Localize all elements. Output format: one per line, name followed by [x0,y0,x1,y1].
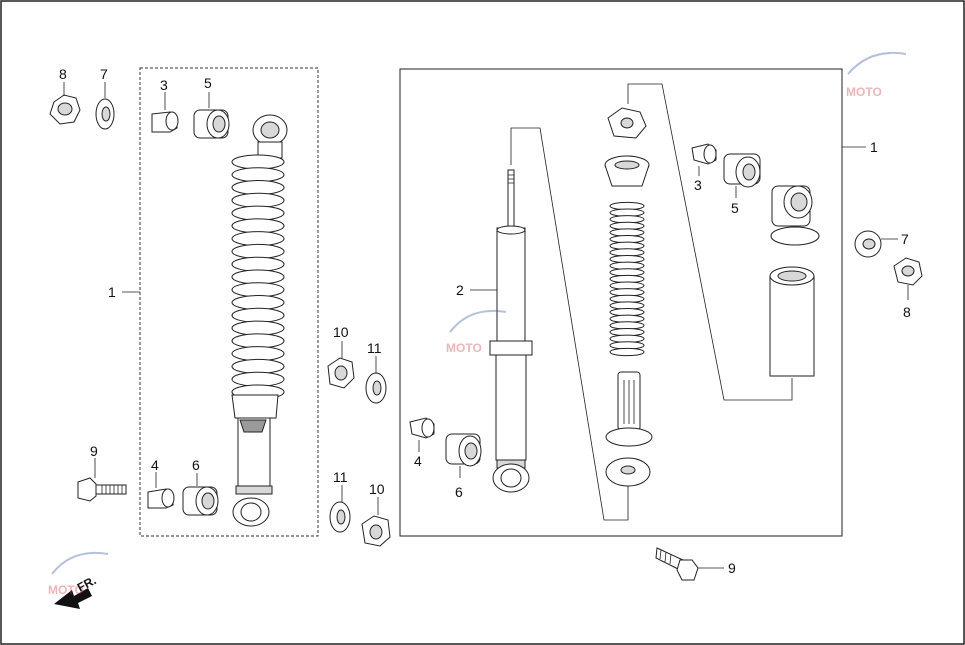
washer-center-lower [329,501,351,533]
lower-spring-seat [605,457,651,487]
explode-line-damper [510,127,629,521]
bump-stop [605,371,653,447]
nut-right [893,257,923,286]
callout-11-lower: 11 [333,469,348,485]
callout-3-right: 3 [694,177,702,193]
callout-5-left: 5 [204,75,212,91]
explode-line-top [627,83,793,401]
callout-4-left: 4 [151,457,159,473]
watermark-logo-top-right: MOTO [846,51,907,99]
spring-coil [231,307,285,323]
upper-mount [770,185,820,246]
dust-cover [769,266,815,377]
spring-coil [231,218,285,234]
spring-coil [231,282,285,298]
washer-center-upper [365,372,387,404]
spring-coil [231,269,285,285]
callout-10-upper: 10 [333,324,349,340]
spring-coil [231,346,285,362]
svg-text:MOTO: MOTO [446,341,482,355]
washer-left [95,98,115,130]
watermark-logo-bottom-left: MOTO [48,551,109,597]
callout-9-right: 9 [728,560,736,576]
collar-upper-left [151,111,179,133]
callout-3-left: 3 [160,77,168,93]
washer-right [854,230,882,258]
callout-10-lower: 10 [369,481,385,497]
bolt-left [77,477,127,502]
spring-coil [231,154,285,170]
callout-9-left: 9 [90,443,98,459]
spring-coil [231,167,285,183]
callout-6-right: 6 [455,484,463,500]
left-shock-absorber [231,114,288,527]
spring-coil [231,358,285,374]
callout-2: 2 [456,282,464,298]
callout-1-right: 1 [870,139,878,155]
damper-unit [489,169,533,493]
callout-8-right: 8 [903,304,911,320]
collar-lower-right [409,417,435,439]
callout-4-right: 4 [414,453,422,469]
spring-coil [231,180,285,196]
spring-coil [231,205,285,221]
spring-coil [231,243,285,259]
bush-upper-left [193,109,230,139]
damper-spring [609,201,645,357]
callout-6-left: 6 [192,457,200,473]
nut-center-upper [327,357,355,389]
callout-7-left: 7 [100,66,108,82]
spring-coil [609,347,645,357]
spring-coil [231,371,285,387]
spring-coil [231,320,285,336]
svg-text:MOTO: MOTO [846,85,882,99]
callout-8-left: 8 [59,66,67,82]
upper-spring-seat [604,155,650,187]
collar-upper-right [691,143,717,165]
spring-coil [231,295,285,311]
callout-11-upper: 11 [367,340,382,356]
bush-lower-right [445,433,482,467]
spring-coil [231,192,285,208]
right-assembly-frame [399,68,843,537]
nut-center-lower [361,515,391,547]
nut-left [49,94,81,125]
bush-lower-left [182,486,219,516]
callout-7-right: 7 [901,231,909,247]
callout-5-right: 5 [731,200,739,216]
spring-coil [231,333,285,349]
spring-coil [231,231,285,247]
front-direction-arrow [54,588,92,609]
left-assembly-frame [139,67,319,537]
watermark-logo-center: MOTO [446,309,507,355]
callout-1-left: 1 [108,284,116,300]
bush-upper-right [723,153,761,188]
spring-coil [231,256,285,272]
bolt-right [655,547,699,581]
top-nut [607,107,647,139]
collar-lower-left [147,488,175,509]
svg-text:MOTO: MOTO [48,583,84,597]
